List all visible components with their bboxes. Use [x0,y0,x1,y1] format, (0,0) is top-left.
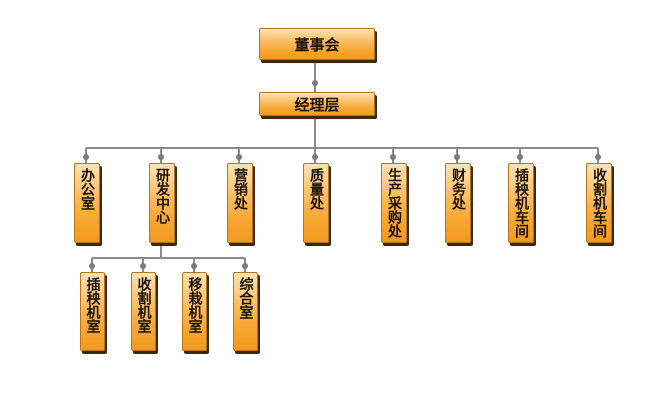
connector-dot [236,154,242,160]
node-dept-finance-label: 财务处 [450,168,466,210]
connector-dot [390,154,396,160]
node-dept-marketing-label: 营销处 [232,168,248,210]
node-board-label: 董事会 [294,35,340,54]
connector-dot [83,154,89,160]
node-dept-finance: 财务处 [445,163,471,243]
node-sub-general-room: 综合室 [233,272,258,351]
node-sub-transplanter-room-label: 插秧机室 [84,277,101,333]
node-dept-rd: 研发中心 [149,163,175,243]
node-sub-harvester-room: 收割机室 [131,272,156,351]
node-sub-harvester-room-label: 收割机室 [135,277,152,333]
node-management-label: 经理层 [294,95,340,114]
node-dept-office: 办公室 [74,163,100,243]
connector-dot [140,263,146,269]
connector-dot [312,80,318,86]
connector-dot [158,154,164,160]
node-board: 董事会 [259,28,375,60]
node-dept-production-label: 生产采购处 [386,168,402,238]
node-dept-quality-label: 质量处 [308,168,324,210]
node-dept-harvester-workshop-label: 收割机车间 [591,168,607,238]
connector-dot [312,154,318,160]
node-dept-quality: 质量处 [303,163,329,243]
connector-dot [595,154,601,160]
node-dept-production: 生产采购处 [381,163,407,243]
node-sub-general-room-label: 综合室 [237,277,254,319]
node-dept-harvester-workshop: 收割机车间 [586,163,612,243]
connector-dot [242,263,248,269]
node-sub-transplant-machine-room-label: 移栽机室 [186,277,203,333]
node-sub-transplanter-room: 插秧机室 [80,272,105,351]
node-sub-transplant-machine-room: 移栽机室 [182,272,207,351]
node-dept-transplanter-workshop-label: 插秧机车间 [513,168,529,238]
connector-dot [517,154,523,160]
node-dept-rd-label: 研发中心 [154,168,170,224]
connector-dot [89,263,95,269]
node-management: 经理层 [259,92,375,116]
node-dept-marketing: 营销处 [227,163,253,243]
node-dept-office-label: 办公室 [79,168,95,210]
connector-dot [191,263,197,269]
node-dept-transplanter-workshop: 插秧机车间 [508,163,534,243]
connector-dot [454,154,460,160]
